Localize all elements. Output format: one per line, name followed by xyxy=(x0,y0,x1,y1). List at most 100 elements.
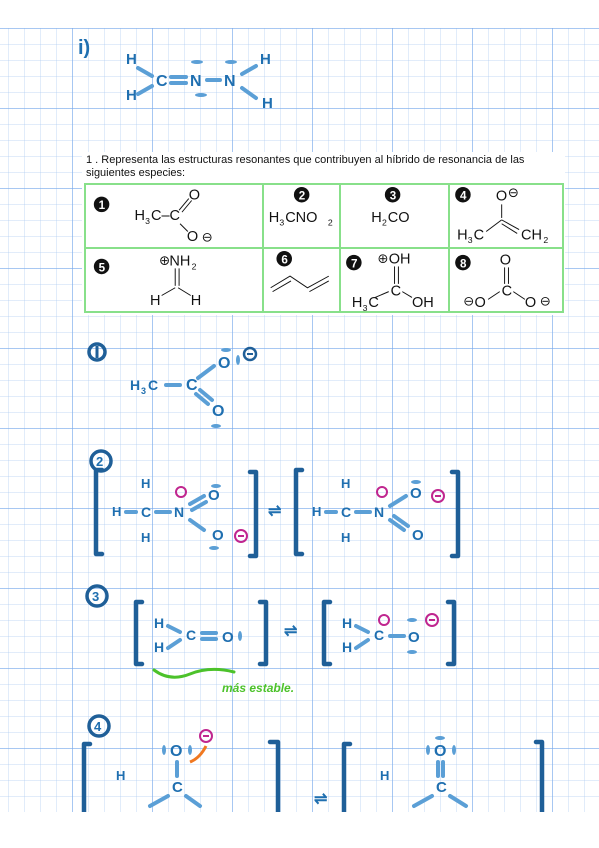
svg-text:⇌: ⇌ xyxy=(314,791,327,808)
svg-text:H: H xyxy=(341,476,350,491)
svg-text:2: 2 xyxy=(328,218,333,228)
svg-text:O: O xyxy=(189,188,200,204)
svg-text:H: H xyxy=(154,615,164,631)
svg-text:2: 2 xyxy=(382,218,387,228)
svg-text:1: 1 xyxy=(99,199,106,212)
top-margin xyxy=(0,0,599,28)
svg-text:H: H xyxy=(116,768,125,783)
svg-text:O: O xyxy=(212,527,224,544)
svg-text:H: H xyxy=(135,208,145,224)
svg-text:⇌: ⇌ xyxy=(284,623,297,640)
svg-text:H: H xyxy=(150,293,160,309)
svg-text:O: O xyxy=(170,743,182,760)
svg-text:H: H xyxy=(269,210,279,226)
svg-text:3: 3 xyxy=(141,386,146,396)
svg-text:O: O xyxy=(474,295,485,311)
svg-text:H: H xyxy=(262,95,273,112)
svg-text:O: O xyxy=(496,189,507,205)
step-2: 2 H H C H N O O ⇌ H H C H N O xyxy=(89,449,461,559)
svg-text:4: 4 xyxy=(94,719,102,734)
svg-text:O: O xyxy=(500,253,511,269)
svg-text:CO: CO xyxy=(388,210,410,226)
svg-text:C: C xyxy=(148,377,158,393)
svg-text:H: H xyxy=(126,51,137,68)
svg-text:O: O xyxy=(218,355,230,372)
svg-text:C: C xyxy=(156,73,168,90)
svg-text:H: H xyxy=(352,295,362,311)
svg-text:3: 3 xyxy=(468,235,473,245)
svg-text:C–C: C–C xyxy=(151,208,180,224)
svg-text:H: H xyxy=(371,210,381,226)
svg-text:N: N xyxy=(190,73,202,90)
cell-butadiene: 6 xyxy=(262,247,341,313)
svg-text:OH: OH xyxy=(412,295,434,311)
svg-text:H: H xyxy=(112,504,121,519)
svg-text:C: C xyxy=(391,284,401,300)
svg-text:O: O xyxy=(208,487,220,504)
svg-text:5: 5 xyxy=(99,261,106,274)
svg-text:O: O xyxy=(412,527,424,544)
svg-text:H: H xyxy=(126,87,137,104)
svg-text:OH: OH xyxy=(389,252,411,268)
svg-text:C: C xyxy=(186,377,198,394)
svg-text:7: 7 xyxy=(351,257,357,270)
svg-text:C: C xyxy=(141,504,151,520)
svg-text:O: O xyxy=(434,743,446,760)
svg-text:H: H xyxy=(342,639,352,655)
svg-text:H: H xyxy=(341,530,350,545)
svg-text:⇌: ⇌ xyxy=(268,503,281,520)
svg-text:2: 2 xyxy=(192,261,197,271)
svg-text:C: C xyxy=(502,284,512,300)
exercise-title: 1 . Representa las estructuras resonante… xyxy=(86,154,525,179)
svg-text:H: H xyxy=(342,615,352,631)
top-label: i) xyxy=(78,37,90,59)
svg-text:H: H xyxy=(457,227,467,243)
svg-text:H: H xyxy=(141,476,150,491)
svg-text:O: O xyxy=(410,485,422,502)
bottom-margin xyxy=(0,812,599,848)
svg-text:C: C xyxy=(436,779,447,796)
svg-text:CH: CH xyxy=(521,227,542,243)
svg-text:O: O xyxy=(187,229,198,245)
svg-text:6: 6 xyxy=(282,254,289,267)
exercise-box: 1 . Representa las estructuras resonante… xyxy=(82,152,565,315)
svg-text:3: 3 xyxy=(280,218,285,228)
svg-text:O: O xyxy=(408,629,420,646)
step-4: 4 O C H ⇌ O C H xyxy=(81,714,545,812)
svg-text:C: C xyxy=(474,227,484,243)
svg-text:NH: NH xyxy=(169,253,190,269)
svg-text:3: 3 xyxy=(390,190,397,203)
svg-text:2: 2 xyxy=(543,235,548,245)
svg-text:H: H xyxy=(380,768,389,783)
svg-text:H: H xyxy=(141,530,150,545)
svg-text:4: 4 xyxy=(460,190,467,203)
svg-text:O: O xyxy=(212,403,224,420)
svg-text:3: 3 xyxy=(92,589,99,604)
svg-text:2: 2 xyxy=(96,454,103,469)
svg-text:C: C xyxy=(374,627,384,643)
svg-text:H: H xyxy=(130,377,140,393)
svg-text:N: N xyxy=(374,504,384,520)
diazene-structure: i) H H C N N H H xyxy=(78,37,273,112)
svg-text:N: N xyxy=(224,73,236,90)
svg-text:2: 2 xyxy=(299,190,305,203)
svg-text:N: N xyxy=(174,504,184,520)
svg-text:H: H xyxy=(154,639,164,655)
svg-text:H: H xyxy=(191,293,201,309)
svg-text:3: 3 xyxy=(362,303,367,311)
cell-carbonate: 8 O C O O xyxy=(447,247,565,313)
annotation-mas-estable: más estable. xyxy=(222,681,294,695)
svg-text:C: C xyxy=(172,779,183,796)
step-3: 3 H H C O ⇌ H H C O más estable. xyxy=(85,584,457,695)
svg-text:H: H xyxy=(312,504,321,519)
